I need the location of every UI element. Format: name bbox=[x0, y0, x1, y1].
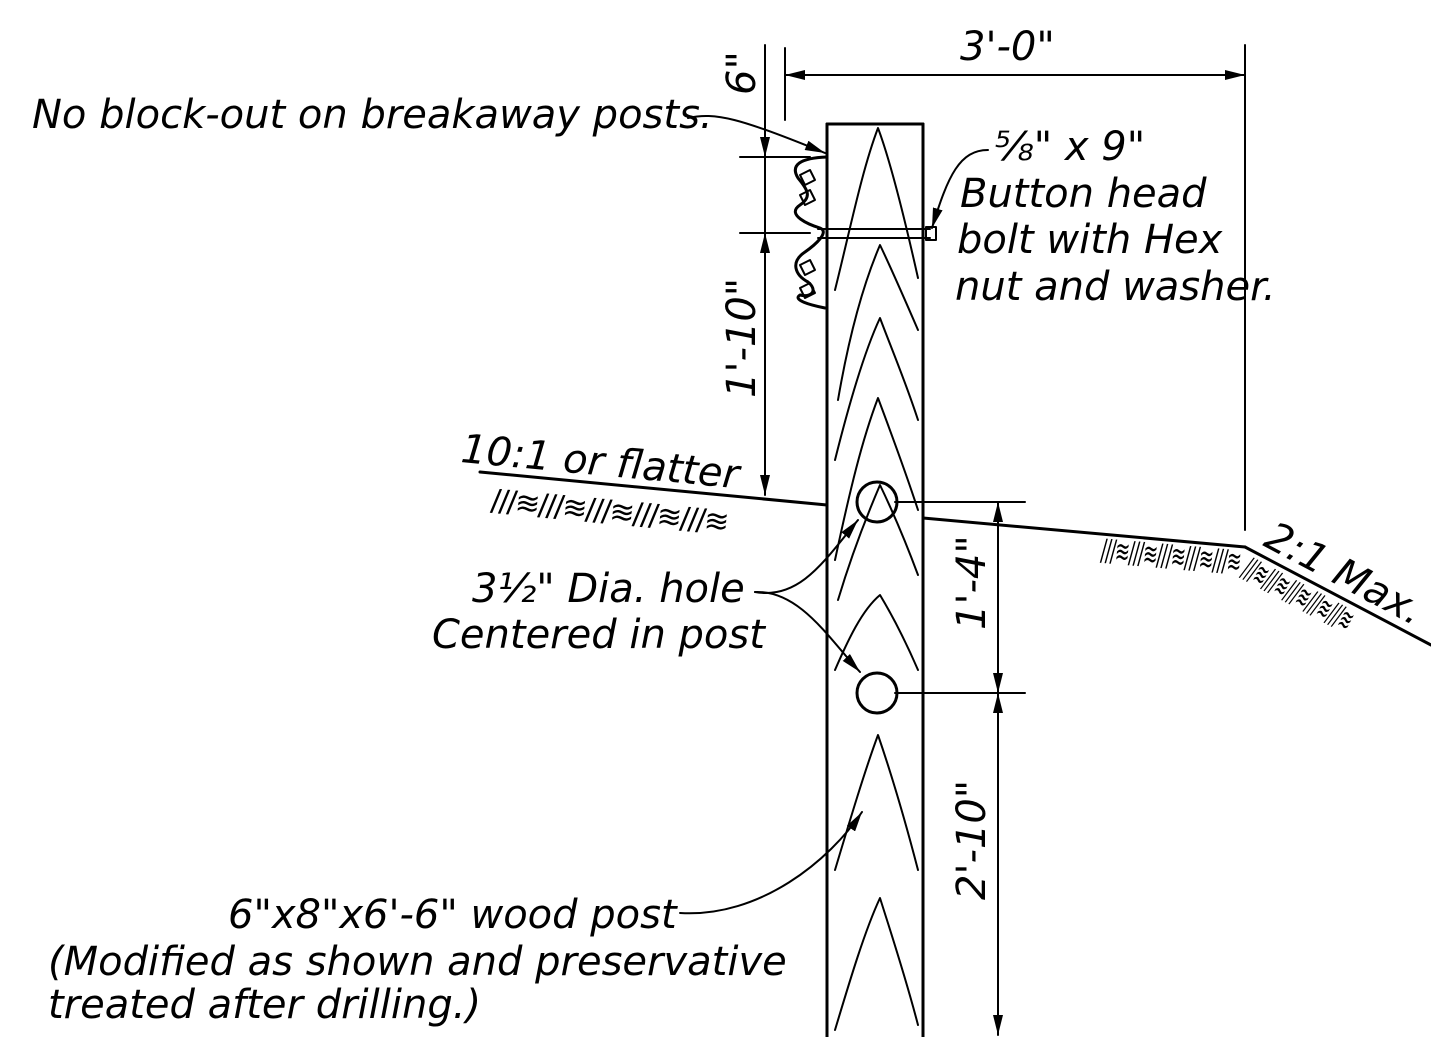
ground-profile bbox=[478, 470, 1431, 647]
label-post-line3: treated after drilling.) bbox=[48, 982, 481, 1028]
label-hole-line2: Centered in post bbox=[432, 612, 766, 658]
label-post-line2: (Modified as shown and preservative bbox=[48, 939, 787, 985]
label-no-blockout: No block-out on breakaway posts. bbox=[32, 92, 713, 138]
label-bolt-line2: bolt with Hex bbox=[957, 217, 1223, 263]
label-bolt-line3: nut and washer. bbox=[955, 264, 1276, 310]
dim-hole-spacing: 1'-4" bbox=[949, 535, 995, 630]
hole-upper bbox=[855, 480, 899, 524]
dimension-lines bbox=[760, 70, 1246, 1036]
wood-post bbox=[825, 122, 925, 1037]
dim-rail-height: 1'-10" bbox=[719, 278, 765, 398]
label-bolt-line1: Button head bbox=[960, 171, 1207, 217]
label-post-line1: 6"x8"x6'-6" wood post bbox=[228, 892, 678, 938]
leader-lines bbox=[679, 114, 989, 915]
wood-grain bbox=[834, 127, 919, 1031]
label-hole-line1: 3½" Dia. hole bbox=[472, 566, 745, 612]
hole-lower bbox=[855, 671, 899, 715]
dim-bottom-depth: 2'-10" bbox=[949, 780, 995, 900]
button-head-bolt bbox=[817, 226, 937, 241]
dim-rail-offset: 6" bbox=[719, 51, 765, 95]
label-bolt-size: ⅝" x 9" bbox=[995, 124, 1145, 170]
dim-width-top: 3'-0" bbox=[960, 24, 1055, 70]
ground-hatch-right: ///≋///≋///≋///≋///≋ bbox=[1099, 533, 1242, 580]
